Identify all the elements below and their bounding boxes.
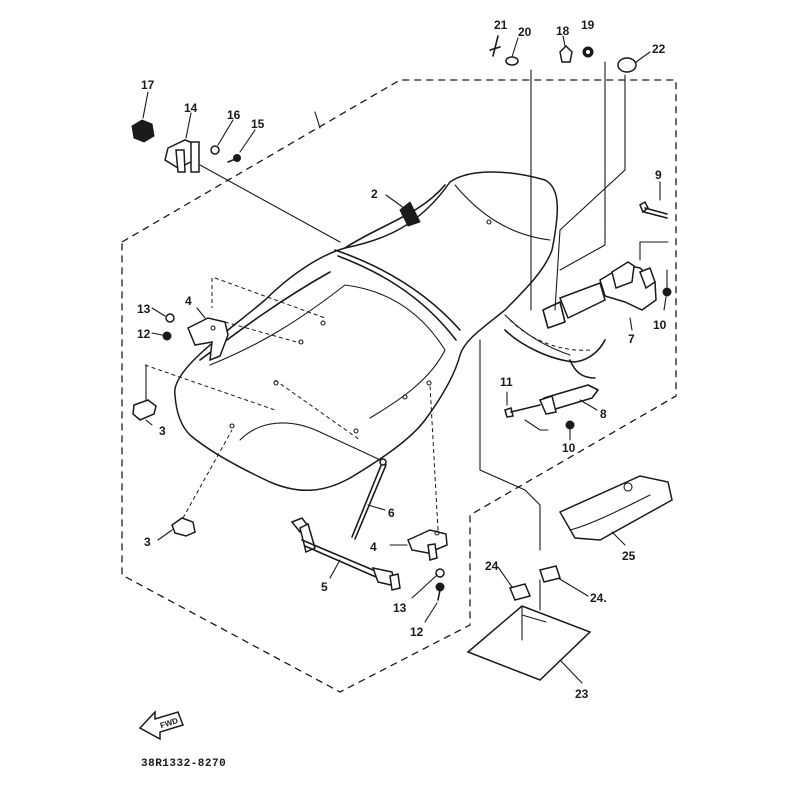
label-18: 18 (556, 24, 570, 38)
label-17: 17 (141, 78, 155, 92)
label-4-left: 4 (185, 294, 192, 308)
drawing-code: 38R1332-8270 (141, 758, 226, 770)
part-6-rod (351, 458, 387, 540)
label-8: 8 (600, 407, 607, 421)
label-4-right: 4 (370, 540, 377, 554)
part-9-bolt (639, 181, 669, 261)
label-24-left: 24 (485, 559, 499, 573)
part-11-bolt (504, 391, 549, 431)
part-24-pad-right (539, 565, 589, 597)
label-10-lower: 10 (562, 441, 576, 455)
part-10-nut-upper (662, 269, 672, 311)
part-20-washer (505, 37, 519, 66)
label-13-right: 13 (393, 601, 407, 615)
part-3-damper-upper (132, 364, 157, 426)
part-12-bolt-left (151, 331, 172, 341)
part-13-washer-right (411, 568, 445, 599)
label-9: 9 (655, 168, 662, 182)
part-21-pin (489, 35, 501, 57)
seat (174, 171, 571, 491)
part-15-screw (227, 129, 256, 163)
part-17-cap (131, 91, 155, 143)
assembly-boundary (121, 79, 677, 693)
part-2-tab (385, 194, 421, 227)
part-16-washer (210, 119, 234, 155)
part-14-seat-lock (164, 112, 200, 173)
part-4-bracket-left (187, 307, 229, 362)
label-20: 20 (518, 25, 532, 39)
label-13-left: 13 (137, 302, 151, 316)
part-12-bolt-right (424, 582, 445, 623)
label-19: 19 (581, 18, 595, 32)
label-15: 15 (251, 117, 265, 131)
top-leaders (530, 61, 626, 311)
label-10-upper: 10 (653, 318, 667, 332)
part-5-lock-rod (290, 517, 401, 591)
bracket-left-guides (211, 277, 326, 344)
part-18-grommet (559, 35, 573, 63)
label-2: 2 (371, 187, 378, 201)
label-3-upper: 3 (159, 424, 166, 438)
label-25: 25 (622, 549, 636, 563)
label-6: 6 (388, 506, 395, 520)
part-13-washer-left (151, 307, 175, 323)
label-14: 14 (184, 101, 198, 115)
part-23-tray (466, 605, 592, 684)
label-22: 22 (652, 42, 666, 56)
label-23: 23 (575, 687, 589, 701)
part-8-link (538, 384, 599, 415)
part-7-hinge (542, 261, 657, 331)
part-19-nut (582, 46, 594, 58)
label-24-right: 24. (590, 591, 607, 605)
label-7: 7 (628, 332, 635, 346)
label-11: 11 (500, 375, 513, 389)
part-10-nut-lower (565, 420, 575, 441)
part-25-tool-bag (558, 475, 673, 546)
part-24-pad-left (497, 566, 532, 601)
label-12-left: 12 (137, 327, 151, 341)
label-5: 5 (321, 580, 328, 594)
label-16: 16 (227, 108, 241, 122)
label-12-right: 12 (410, 625, 424, 639)
damper-guides (144, 364, 361, 441)
seat-rear-underside (504, 319, 606, 379)
part-labels: 2 3 3 4 4 5 6 7 8 9 10 10 11 12 12 13 13… (137, 18, 667, 701)
leader-1 (314, 111, 321, 129)
fwd-arrow-icon: FWD (138, 710, 184, 741)
lock-cable-leader (199, 164, 341, 243)
tray-leader (479, 339, 541, 611)
label-3-lower: 3 (144, 535, 151, 549)
label-21: 21 (494, 18, 508, 32)
part-4-bracket-right (389, 384, 448, 561)
part-3-damper-lower (157, 429, 233, 541)
part-22-cap (617, 51, 651, 73)
